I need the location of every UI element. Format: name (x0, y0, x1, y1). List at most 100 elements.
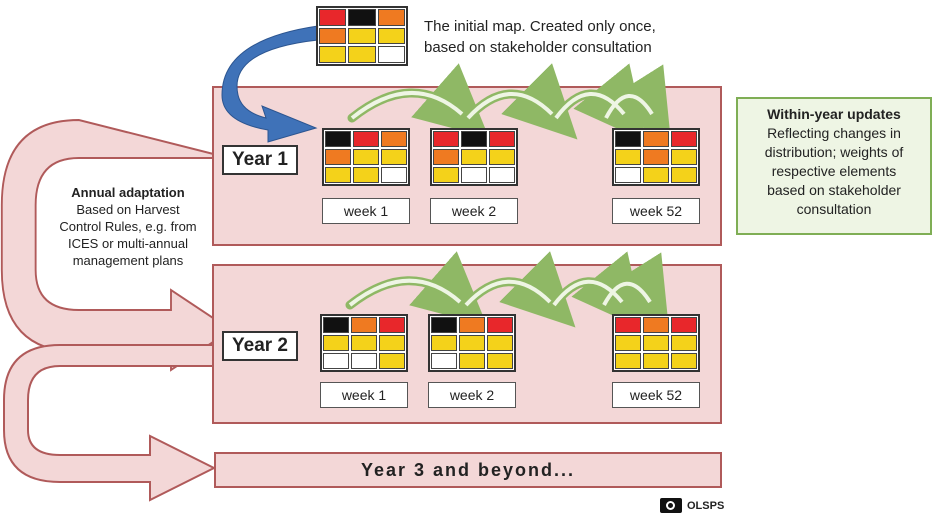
annual-adaptation-title: Annual adaptation (71, 185, 185, 200)
initial-map-caption: The initial map. Created only once, base… (424, 16, 656, 58)
grid-cell (351, 335, 377, 351)
year2-week1-label: week 1 (320, 382, 408, 408)
annual-arrow-2 (3, 344, 217, 502)
grid-cell (671, 149, 697, 165)
grid-cell (643, 149, 669, 165)
grid-cell (323, 353, 349, 369)
camera-icon (660, 498, 682, 513)
year2-hop-arrows-inner (348, 278, 652, 307)
grid-cell (319, 27, 347, 45)
within-year-line: Reflecting changes in (767, 125, 901, 141)
year2-label: Year 2 (222, 331, 298, 361)
year1-week1-grid (322, 128, 410, 186)
within-year-line: based on stakeholder (767, 182, 901, 198)
grid-cell (381, 167, 407, 183)
grid-cell (433, 131, 459, 147)
annual-adaptation-line: ICES or multi-annual (68, 236, 188, 251)
grid-cell (377, 9, 405, 26)
grid-cell (348, 46, 376, 63)
grid-cell (381, 131, 407, 147)
grid-cell (377, 46, 405, 63)
grid-cell (323, 335, 349, 351)
within-year-line: respective elements (771, 163, 897, 179)
grid-cell (325, 131, 351, 147)
grid-cell (381, 149, 407, 165)
grid-cell (433, 149, 459, 165)
within-year-line: consultation (796, 201, 872, 217)
annual-adaptation-note: Annual adaptation Based on Harvest Contr… (44, 184, 212, 269)
grid-cell (615, 353, 641, 369)
grid-cell (615, 317, 641, 333)
within-year-updates-box: Within-year updates Reflecting changes i… (736, 97, 932, 235)
grid-cell (353, 131, 379, 147)
initial-map-arrow (221, 25, 319, 143)
grid-cell (325, 149, 351, 165)
grid-cell (325, 167, 351, 183)
year2-week52-grid (612, 314, 700, 372)
watermark-text: OLSPS (687, 499, 725, 512)
grid-cell (461, 149, 487, 165)
grid-cell (377, 27, 405, 45)
watermark: OLSPS (660, 498, 724, 513)
grid-cell (671, 335, 697, 351)
initial-map-caption-line2: based on stakeholder consultation (424, 39, 652, 56)
year1-week1-label: week 1 (322, 198, 410, 224)
grid-cell (671, 353, 697, 369)
year3-panel (214, 452, 722, 488)
grid-cell (353, 167, 379, 183)
grid-cell (353, 149, 379, 165)
grid-cell (379, 317, 405, 333)
grid-cell (487, 353, 513, 369)
grid-cell (433, 167, 459, 183)
annual-adaptation-line: Control Rules, e.g. from (59, 219, 197, 234)
year2-week52-label: week 52 (612, 382, 700, 408)
grid-cell (671, 317, 697, 333)
within-year-title: Within-year updates (767, 106, 901, 122)
within-year-line: distribution; weights of (764, 144, 904, 160)
grid-cell (643, 353, 669, 369)
grid-cell (489, 131, 515, 147)
year1-week2-grid (430, 128, 518, 186)
year2-week2-grid (428, 314, 516, 372)
year2-week2-label: week 2 (428, 382, 516, 408)
grid-cell (351, 353, 377, 369)
grid-cell (459, 353, 485, 369)
grid-cell (487, 335, 513, 351)
grid-cell (643, 335, 669, 351)
grid-cell (431, 335, 457, 351)
grid-cell (319, 46, 347, 63)
initial-map-grid (316, 6, 408, 66)
grid-cell (487, 317, 513, 333)
grid-cell (643, 317, 669, 333)
grid-cell (431, 353, 457, 369)
grid-cell (615, 131, 641, 147)
grid-cell (615, 149, 641, 165)
grid-cell (461, 131, 487, 147)
grid-cell (615, 335, 641, 351)
year1-hop-arrows-inner (350, 91, 654, 120)
grid-cell (489, 167, 515, 183)
grid-cell (489, 149, 515, 165)
grid-cell (643, 167, 669, 183)
year1-week52-label: week 52 (612, 198, 700, 224)
year3-label: Year 3 and beyond... (360, 459, 576, 480)
grid-cell (671, 131, 697, 147)
grid-cell (643, 131, 669, 147)
grid-cell (431, 317, 457, 333)
year1-label: Year 1 (222, 145, 298, 175)
annual-adaptation-line: management plans (72, 253, 184, 268)
grid-cell (379, 335, 405, 351)
grid-cell (348, 9, 376, 26)
initial-map-caption-line1: The initial map. Created only once, (424, 18, 656, 35)
year2-week1-grid (320, 314, 408, 372)
grid-cell (323, 317, 349, 333)
year1-week52-grid (612, 128, 700, 186)
grid-cell (379, 353, 405, 369)
grid-cell (671, 167, 697, 183)
grid-cell (459, 335, 485, 351)
grid-cell (459, 317, 485, 333)
year1-week2-label: week 2 (430, 198, 518, 224)
grid-cell (615, 167, 641, 183)
